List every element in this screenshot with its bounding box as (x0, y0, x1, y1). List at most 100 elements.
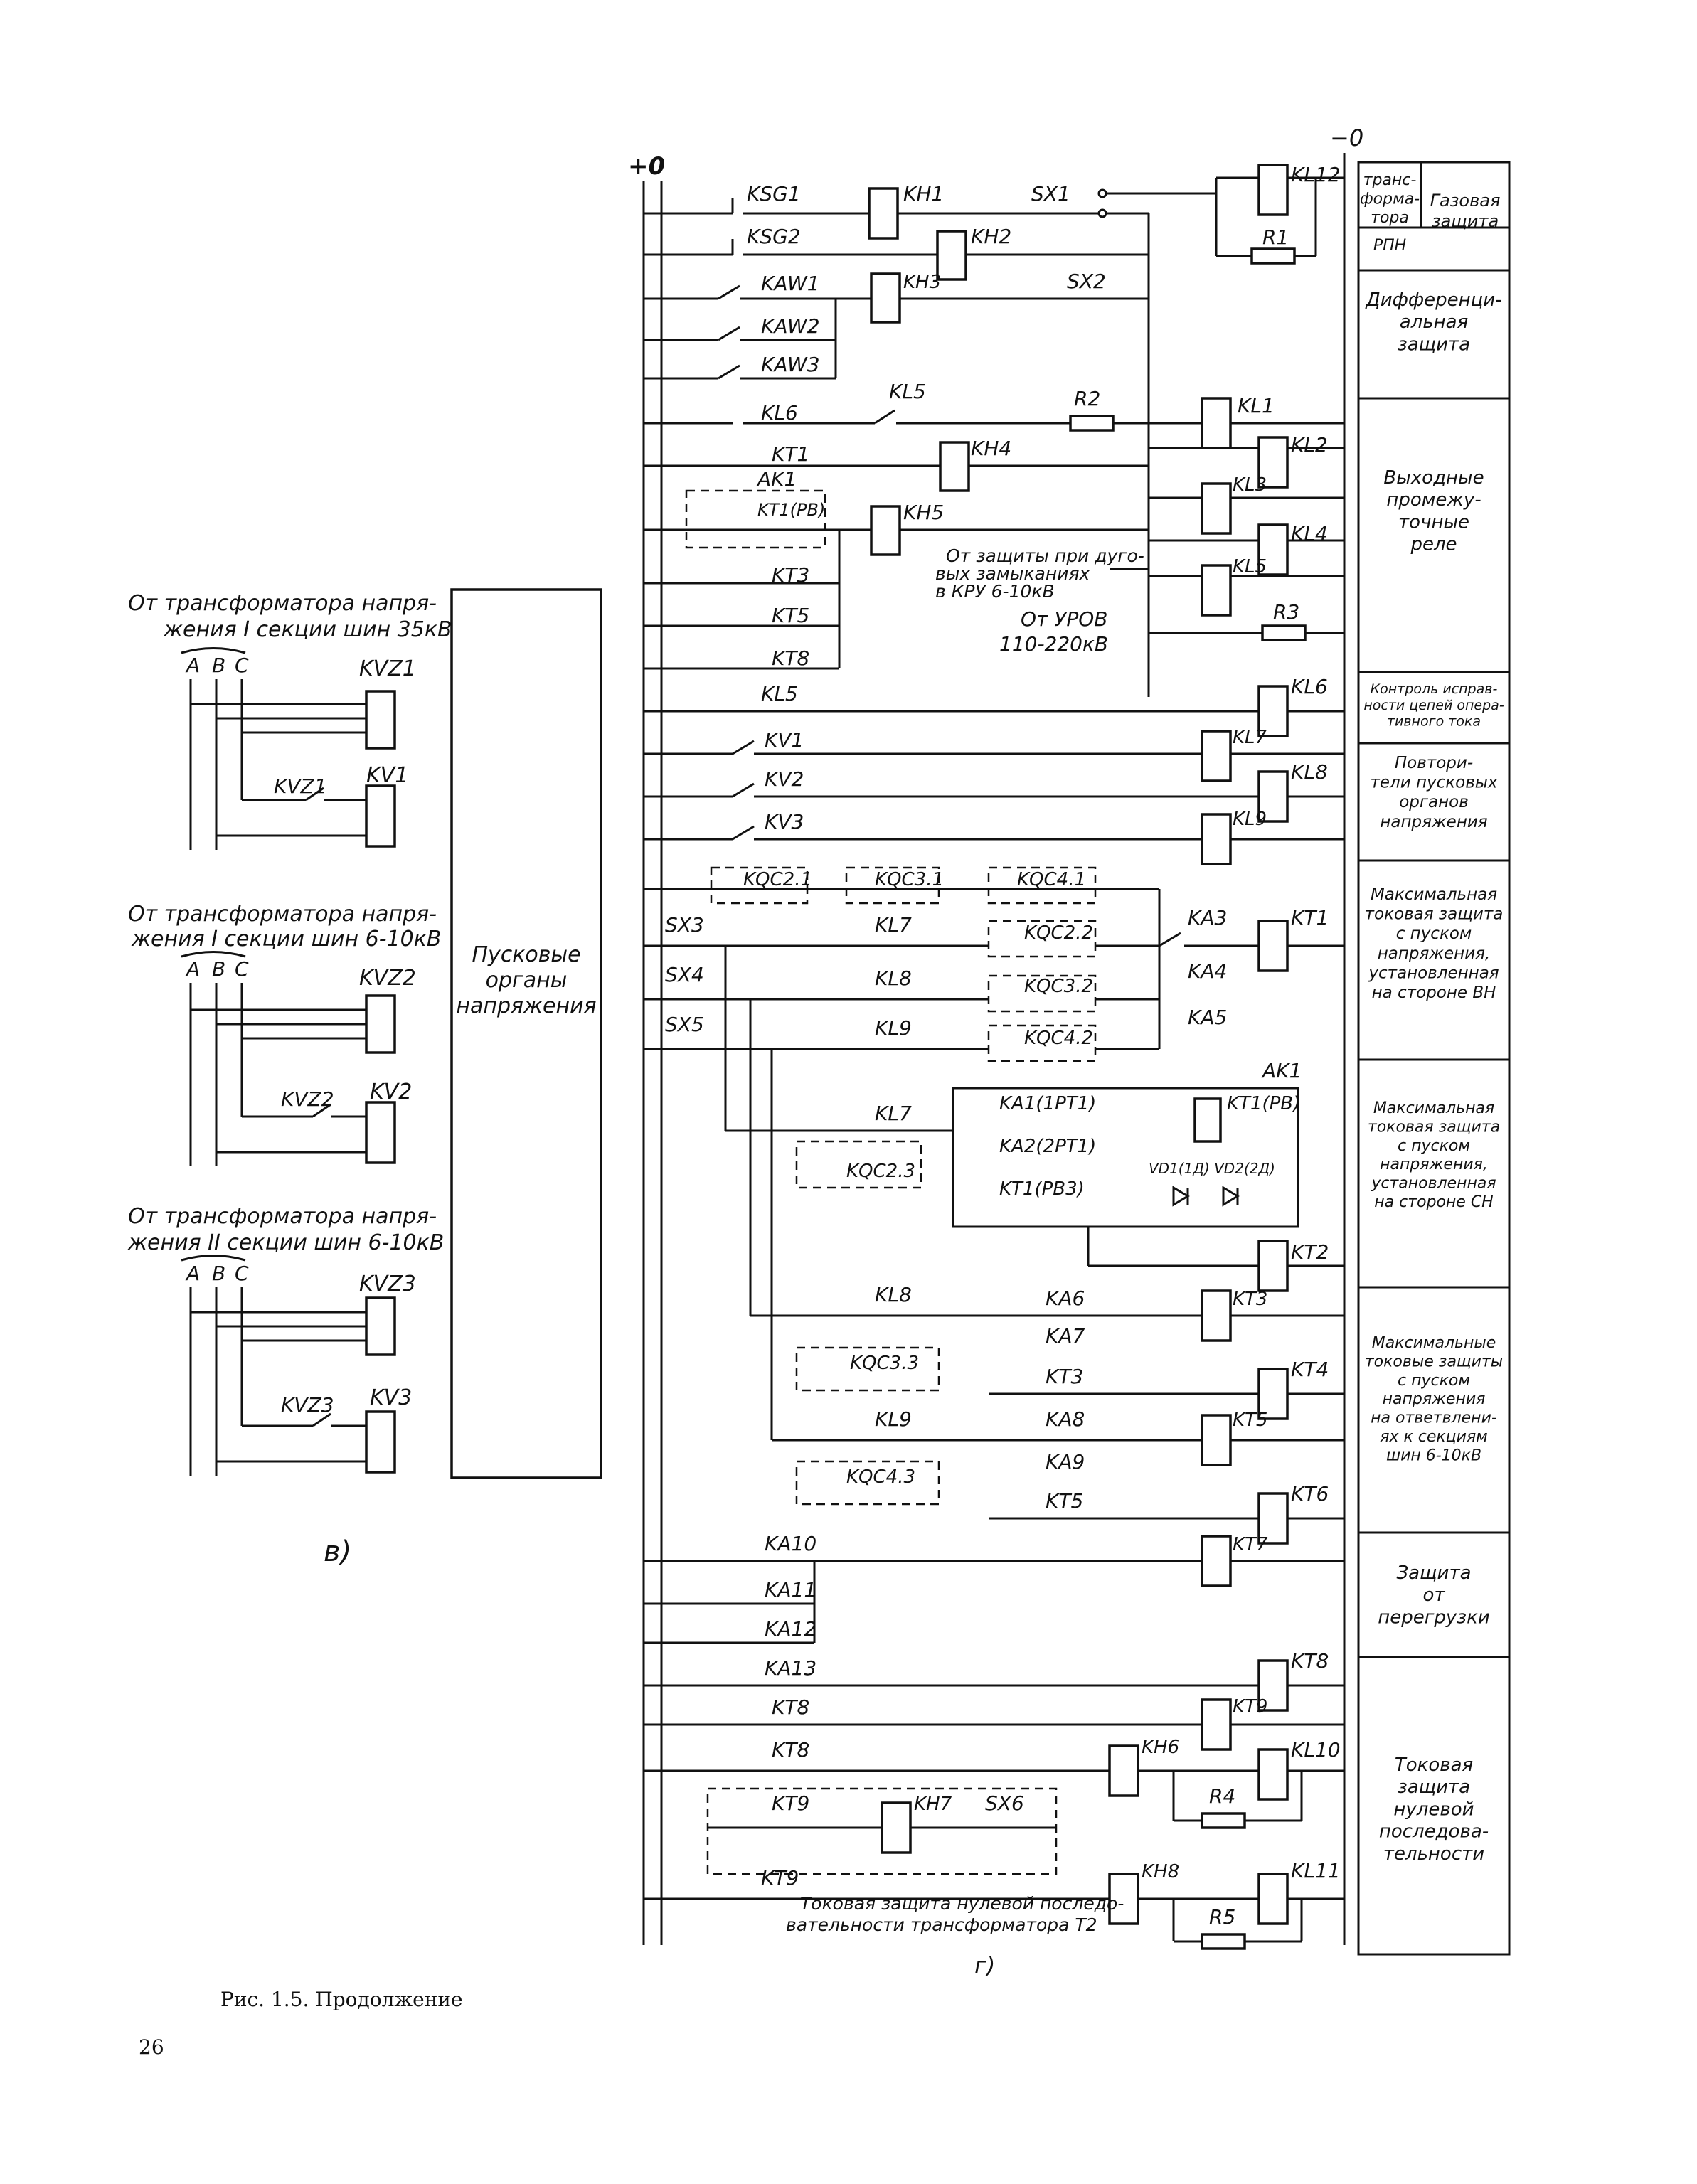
ka4-label: KA4 (1188, 959, 1227, 983)
kh5-coil (870, 505, 901, 556)
ka6-label: KA6 (1046, 1287, 1085, 1310)
vt3-source-2: жения II секции шин 6-10кВ (127, 1230, 444, 1255)
ka5-label: KA5 (1188, 1006, 1227, 1029)
overcurrent-hv: KQC2.1 KQC3.1 KQC4.1 SX3 KL7 KQC2.2 KA3 … (644, 866, 1344, 1062)
kl9-coil (1201, 813, 1232, 865)
r4-resistor (1201, 1812, 1246, 1829)
kl5-coil (1201, 564, 1232, 617)
r1-label: R1 (1262, 225, 1289, 249)
r5-label: R5 (1209, 1905, 1235, 1929)
section-label-11-3: последова- (1379, 1821, 1489, 1843)
section-label-6-0: Повтори- (1395, 754, 1473, 772)
section-label-8-1: токовая защита (1368, 1118, 1500, 1136)
function-table (1357, 161, 1511, 1956)
ka11-label: KA11 (765, 1578, 816, 1602)
section-label-5-1: ности цепей опера- (1363, 698, 1504, 713)
kl5-contact-label-2: KL5 (761, 682, 798, 705)
kqc41-label: KQC4.1 (1017, 869, 1086, 890)
kl7-contact-label-2: KL7 (875, 1102, 912, 1125)
output-relays: KL6 KL5 R2 KL1 KT1 KH4 KL2 AK1 KT1(РВ) K… (644, 380, 1344, 670)
section-label-4-3: реле (1410, 534, 1457, 555)
kl6-coil-label: KL6 (1291, 675, 1328, 698)
kl10-label: KL10 (1291, 1738, 1341, 1762)
section-label-5-2: тивного тока (1387, 714, 1481, 730)
r2-label: R2 (1074, 387, 1100, 410)
section-label-11-1: защита (1398, 1777, 1470, 1798)
kvz1-label: KVZ1 (359, 656, 416, 681)
section-label-9-1: токовые защиты (1365, 1353, 1503, 1370)
kt1-coil-label: KT1 (1291, 906, 1329, 929)
kh4-label: KH4 (971, 437, 1011, 460)
kv3-label: KV3 (370, 1385, 412, 1410)
kt8-coil-label: KT8 (1291, 1649, 1329, 1673)
phase-b: B (212, 1262, 225, 1285)
section-label-0-1: форма- (1360, 190, 1420, 208)
section-label-11-4: тельности (1383, 1843, 1484, 1865)
vt-group-1: От трансформатора напря- жения I секции … (128, 591, 452, 850)
overload: KA10 KT7 KA11 KA12 (644, 1532, 1344, 1644)
sx6-label: SX6 (985, 1791, 1024, 1815)
kl4-label: KL4 (1291, 522, 1328, 545)
section-label-9-6: шин 6-10кВ (1386, 1447, 1481, 1464)
kqc43-block (795, 1460, 940, 1506)
section-label-4-0: Выходные (1383, 467, 1484, 489)
sx5-label: SX5 (665, 1013, 704, 1036)
starting-block (450, 588, 602, 1479)
urov-note-2: 110-220кВ (999, 632, 1108, 656)
kh5-label: KH5 (903, 501, 944, 524)
section-label-7-1: токовая защита (1365, 905, 1504, 924)
kl11-label: KL11 (1291, 1859, 1341, 1882)
label-g: г) (974, 1952, 995, 1979)
kt3-label: KT3 (772, 563, 809, 587)
section-label-10-0: Защита (1396, 1562, 1471, 1584)
kh3-coil (870, 272, 901, 324)
kl9-contact-label-2: KL9 (875, 1407, 912, 1431)
kl11-coil (1257, 1873, 1289, 1925)
kqc31-block (845, 866, 940, 905)
ak1-row-2: KA2(2РТ1) (999, 1136, 1096, 1157)
section-label-7-5: на стороне ВН (1372, 984, 1496, 1002)
kh3-label: KH3 (903, 272, 941, 293)
kt6-label: KT6 (1291, 1482, 1329, 1506)
kvz3-coil (365, 1296, 396, 1356)
section-label-10-2: перегрузки (1378, 1607, 1489, 1628)
kt5-label: KT5 (772, 604, 809, 627)
section-label-7-3: напряжения, (1378, 944, 1491, 963)
label-v: в) (324, 1535, 351, 1568)
kl6-label: KL6 (761, 401, 798, 425)
vt2-source-2: жения I секции шин 6-10кВ (131, 927, 441, 952)
sx4-label: SX4 (665, 963, 704, 986)
overcurrent-mv: KQC2.3 KL7 AK1 KA1(1РТ1) KA2(2РТ1) KT1(Р… (724, 946, 1344, 1545)
ka9-label: KA9 (1046, 1450, 1085, 1474)
kv1-coil (365, 784, 396, 848)
kvz3-label: KVZ3 (359, 1272, 416, 1296)
brace (181, 647, 246, 654)
section-label-9-2: с пуском (1398, 1372, 1470, 1390)
ka3-label: KA3 (1188, 906, 1227, 929)
kvz2-coil (365, 994, 396, 1054)
kt3-contact-label: KT3 (1046, 1365, 1083, 1388)
kt6-coil (1257, 1492, 1289, 1545)
kl1-label: KL1 (1238, 394, 1275, 417)
arc-note-2: вых замыканиях (935, 563, 1090, 584)
kt1rb-coil (1193, 1097, 1222, 1143)
phase-c: C (235, 957, 249, 981)
kv3-contact-label: KV3 (765, 810, 804, 833)
brace (181, 951, 246, 958)
kqc21-label: KQC2.1 (743, 869, 812, 890)
section-label-0-0: транс- (1363, 171, 1417, 189)
section-label-9-0: Максимальные (1372, 1334, 1496, 1352)
kl5-label: KL5 (1233, 556, 1267, 577)
phase-a: A (185, 654, 200, 677)
kt2-label: KT2 (1291, 1240, 1329, 1264)
section-label-11-2: нулевой (1393, 1799, 1474, 1820)
kl5-contact-label: KL5 (889, 380, 926, 403)
t2-note-1: Токовая защита нулевой последо- (800, 1893, 1124, 1914)
section-label-3-1: альная (1400, 311, 1468, 333)
control-repeaters: KL5 KL6 KV1 KL7 KV2 KL8 KV3 KL9 (644, 675, 1344, 865)
section-label-7-4: установленная (1368, 964, 1499, 982)
ka7-label: KA7 (1046, 1324, 1085, 1348)
kt4-coil (1257, 1368, 1289, 1420)
section-label-7-2: с пуском (1396, 925, 1472, 943)
section-label-1-0: Газовая (1430, 191, 1501, 211)
